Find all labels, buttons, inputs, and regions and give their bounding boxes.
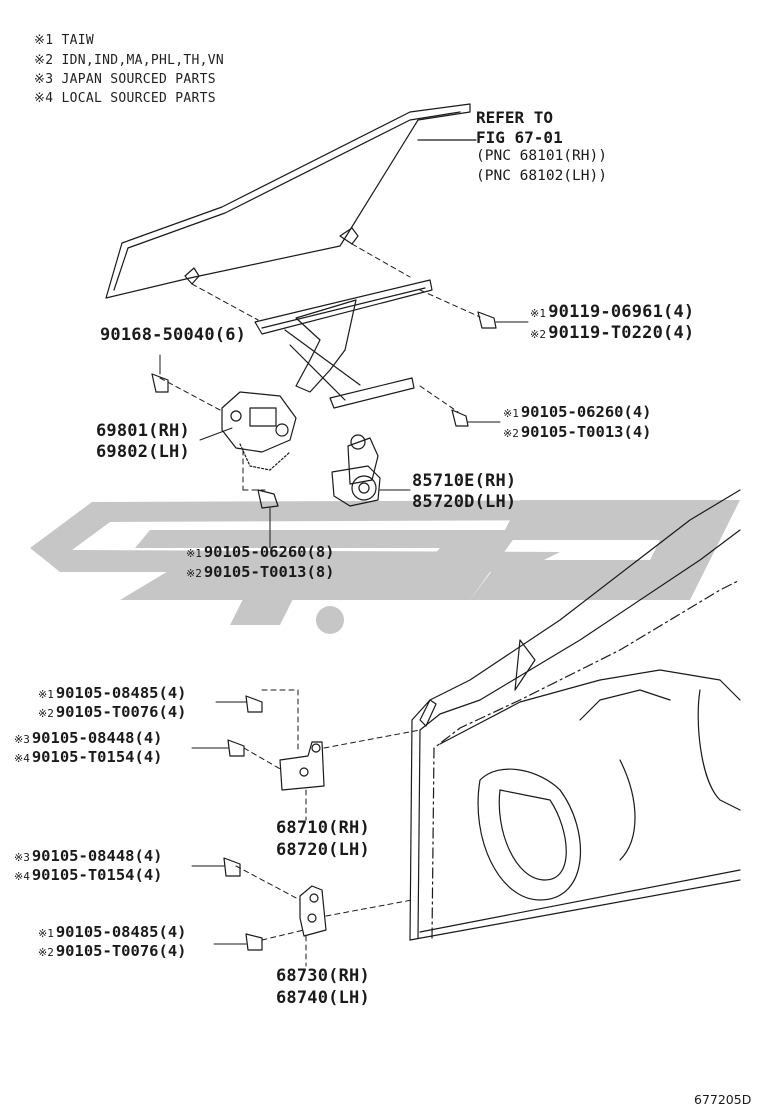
part-label[interactable]: 69802(LH)	[96, 442, 190, 462]
note-3: ※3 JAPAN SOURCED PARTS	[34, 72, 216, 87]
note-1: ※1 TAIW	[34, 33, 94, 48]
lower-hinge	[299, 885, 327, 937]
note-2: ※2 IDN,IND,MA,PHL,TH,VN	[34, 53, 224, 68]
door-glass	[105, 103, 471, 299]
refer-pnc-rh: (PNC 68101(RH))	[476, 148, 607, 164]
part-label[interactable]: 85720D(LH)	[412, 492, 517, 512]
door-body	[409, 489, 741, 941]
part-label[interactable]: 85710E(RH)	[412, 471, 517, 491]
figure-code: 677205D	[694, 1092, 752, 1107]
refer-pnc-lh: (PNC 68102(LH))	[476, 168, 607, 184]
part-label[interactable]: 69801(RH)	[96, 421, 190, 441]
bolt-icons	[151, 311, 497, 509]
refer-fig-link[interactable]: FIG 67-01	[476, 128, 563, 147]
window-regulator	[221, 279, 433, 471]
part-label[interactable]: 68710(RH)	[276, 818, 370, 838]
part-label[interactable]: 68720(LH)	[276, 840, 370, 860]
upper-hinge	[279, 741, 325, 791]
part-label[interactable]: 90168-50040(6)	[100, 325, 247, 345]
refer-line-1: REFER TO	[476, 108, 554, 127]
lower-hinge-bolts	[223, 857, 263, 951]
note-4: ※4 LOCAL SOURCED PARTS	[34, 91, 216, 106]
part-label[interactable]: 68740(LH)	[276, 988, 370, 1008]
regulator-motor	[331, 434, 381, 507]
part-label[interactable]: 68730(RH)	[276, 966, 370, 986]
watermark-logo	[30, 500, 740, 634]
upper-hinge-bolts	[227, 695, 263, 757]
